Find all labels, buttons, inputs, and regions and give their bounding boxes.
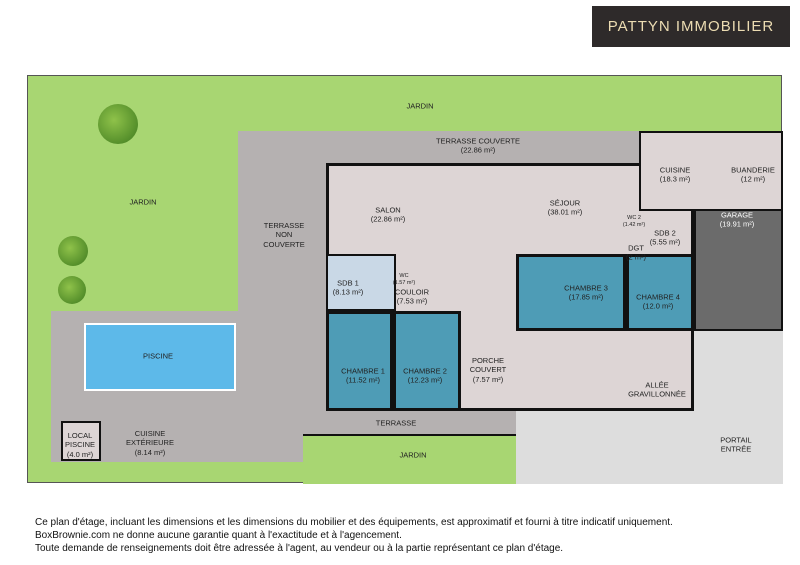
label-terrasse-couverte: TERRASSE COUVERTE(22.86 m²) <box>435 136 521 155</box>
label-wc2: WC 2(1.42 m²) <box>622 215 646 228</box>
label-local-piscine: LOCAL PISCINE(4.0 m²) <box>64 430 96 459</box>
kitchen-area <box>639 131 783 211</box>
bedroom-2 <box>393 311 461 411</box>
bedroom-3 <box>516 254 626 331</box>
label-jardin-bottom: JARDIN <box>399 450 427 460</box>
label-garage: GARAGE(19.91 m²) <box>719 210 755 229</box>
label-chambre3: CHAMBRE 3(17.85 m²) <box>564 283 608 302</box>
disclaimer: Ce plan d'étage, incluant les dimensions… <box>35 516 673 555</box>
disclaimer-line: BoxBrownie.com ne donne aucune garantie … <box>35 530 402 541</box>
label-chambre4: CHAMBRE 4(12.0 m²) <box>636 292 680 311</box>
label-salon: SALON(22.86 m²) <box>370 205 406 224</box>
label-jardin-left: JARDIN <box>129 197 157 207</box>
local-piscine-room <box>61 421 101 461</box>
label-allee: ALLÉE GRAVILLONNÉE <box>628 380 686 399</box>
label-buanderie: BUANDERIE(12 m²) <box>731 165 775 184</box>
disclaimer-line: Ce plan d'étage, incluant les dimensions… <box>35 517 673 528</box>
label-terrasse-non-couverte: TERRASSE NON COUVERTE <box>263 220 305 249</box>
disclaimer-line: Toute demande de renseignements doit êtr… <box>35 543 564 554</box>
label-jardin-top: JARDIN <box>406 101 434 111</box>
tree-icon <box>98 104 138 144</box>
bedroom-1 <box>326 311 393 411</box>
label-sdb2: SDB 2(5.55 m²) <box>649 228 681 247</box>
label-chambre2: CHAMBRE 2(12.23 m²) <box>403 366 447 385</box>
pool <box>84 323 236 391</box>
label-portail: PORTAIL ENTRÉE <box>720 435 752 454</box>
brand-name: PATTYN IMMOBILIER <box>607 18 775 35</box>
bedroom-4 <box>626 254 694 331</box>
bathroom-1 <box>326 254 396 311</box>
label-sdb1: SDB 1(8.13 m²) <box>332 278 364 297</box>
label-wc: WC(1.57 m²) <box>392 273 416 286</box>
garden-bottom <box>303 434 516 484</box>
label-couloir: COULOIR(7.53 m²) <box>394 287 430 306</box>
label-sejour: SÉJOUR(38.01 m²) <box>547 198 583 217</box>
label-cuisine-exterieure: CUISINE EXTÉRIEURE(8.14 m²) <box>126 428 174 457</box>
label-chambre1: CHAMBRE 1(11.52 m²) <box>341 366 385 385</box>
label-porche: PORCHE COUVERT(7.57 m²) <box>469 355 507 384</box>
tree-icon <box>58 236 88 266</box>
floor-plan <box>27 75 783 484</box>
tree-icon <box>58 276 86 304</box>
label-piscine: PISCINE <box>142 351 174 361</box>
garage-room <box>694 209 783 331</box>
label-cuisine: CUISINE(18.3 m²) <box>659 165 691 184</box>
label-terrasse: TERRASSE <box>375 418 417 428</box>
brand-logo: PATTYN IMMOBILIER <box>592 6 790 47</box>
label-dgt: DGT(2 m²) <box>626 243 646 262</box>
